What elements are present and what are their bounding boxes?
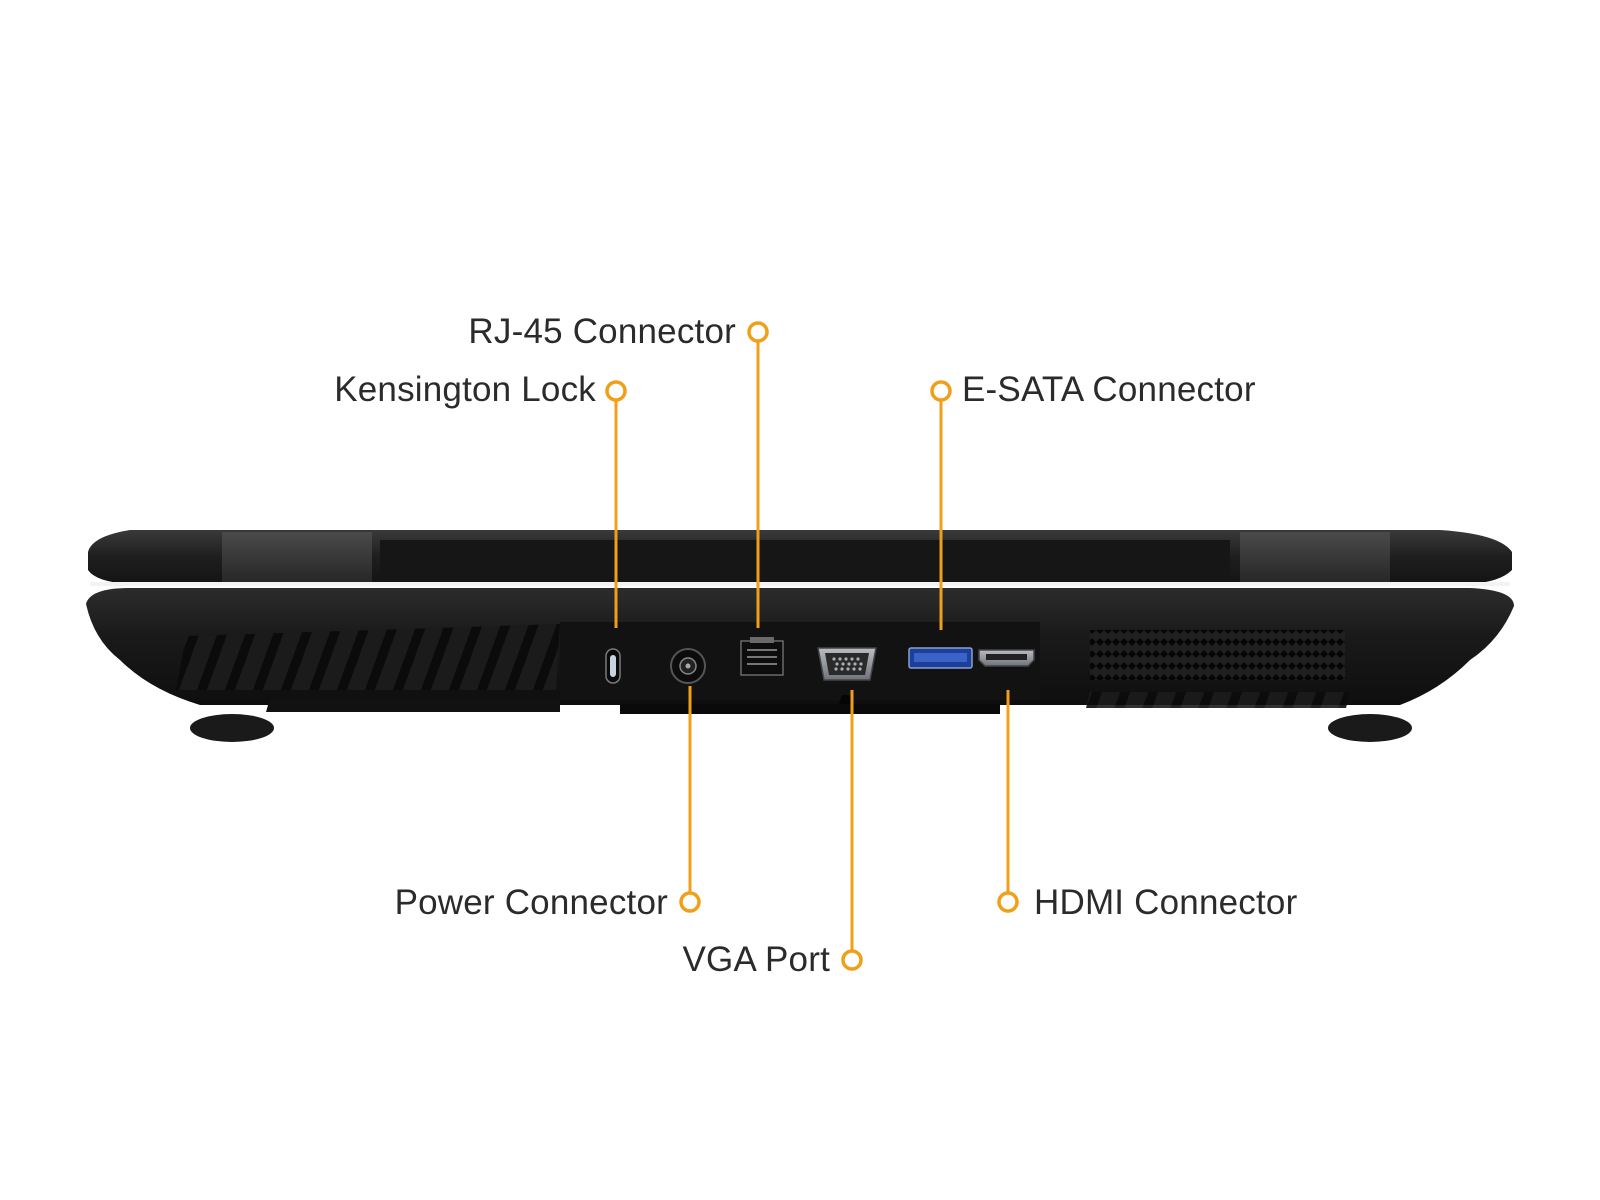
label-rj45-connector: RJ-45 Connector bbox=[468, 312, 736, 351]
esata-port bbox=[908, 647, 973, 669]
vga-port bbox=[817, 647, 877, 681]
label-esata-connector: E-SATA Connector bbox=[962, 370, 1256, 409]
callout-marker-esata bbox=[930, 380, 952, 402]
callout-marker-kensington bbox=[605, 380, 627, 402]
hdmi-port bbox=[978, 649, 1035, 667]
laptop-lid bbox=[88, 530, 1512, 586]
callout-marker-vga bbox=[841, 949, 863, 971]
laptop-base bbox=[86, 588, 1514, 742]
callout-marker-power bbox=[679, 891, 701, 913]
callout-marker-hdmi bbox=[997, 891, 1019, 913]
label-hdmi-connector: HDMI Connector bbox=[1034, 883, 1298, 922]
label-kensington-lock: Kensington Lock bbox=[334, 370, 596, 409]
callout-leaders bbox=[605, 321, 1019, 971]
power-connector-port bbox=[670, 648, 706, 684]
label-power-connector: Power Connector bbox=[394, 883, 668, 922]
rj45-port bbox=[740, 637, 784, 676]
label-vga-port: VGA Port bbox=[682, 940, 830, 979]
kensington-lock-port bbox=[605, 648, 621, 684]
callout-marker-rj45 bbox=[747, 321, 769, 343]
